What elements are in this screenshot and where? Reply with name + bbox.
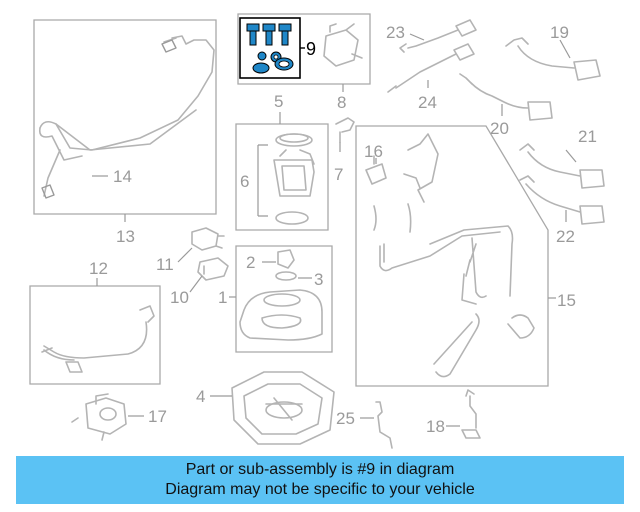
part-22-sensor: 22 bbox=[519, 175, 605, 246]
callout-21: 21 bbox=[578, 127, 597, 146]
bolt-icon-3 bbox=[278, 23, 292, 46]
callout-25: 25 bbox=[336, 409, 355, 428]
part-9-bolt-kit: 9 bbox=[239, 17, 316, 79]
callout-19: 19 bbox=[550, 23, 569, 42]
callout-11: 11 bbox=[156, 255, 174, 274]
part-24-sensor: 24 bbox=[387, 43, 475, 112]
part-19-sensor: 19 bbox=[505, 23, 601, 81]
part-25: 25 bbox=[336, 401, 393, 449]
part-4-tank: 4 bbox=[196, 371, 335, 445]
part-12-box: 12 bbox=[29, 259, 161, 385]
banner-line-1: Part or sub-assembly is #9 in diagram bbox=[185, 461, 455, 478]
bolt-icon-2 bbox=[262, 23, 276, 46]
part-7: 7 bbox=[334, 117, 355, 184]
callout-23: 23 bbox=[386, 23, 405, 42]
callout-14: 14 bbox=[113, 167, 132, 186]
callout-18: 18 bbox=[426, 417, 445, 436]
callout-4: 4 bbox=[196, 387, 205, 406]
callout-22: 22 bbox=[556, 227, 575, 246]
part-5-pump-module-box: 5 6 bbox=[235, 92, 329, 231]
part-11-connector: 11 bbox=[156, 227, 225, 274]
callout-13: 13 bbox=[116, 227, 135, 246]
callout-1: 1 bbox=[218, 288, 227, 307]
part-18: 18 bbox=[426, 389, 481, 439]
part-20-sensor: 20 bbox=[459, 73, 553, 138]
callout-8: 8 bbox=[337, 93, 346, 112]
part-10-connector: 10 bbox=[170, 257, 229, 307]
part-15-hose-box: 15 16 bbox=[355, 125, 576, 387]
washer-icon bbox=[257, 51, 267, 61]
callout-3: 3 bbox=[314, 270, 323, 289]
info-banner: Part or sub-assembly is #9 in diagram Di… bbox=[16, 456, 624, 504]
banner-line-2: Diagram may not be specific to your vehi… bbox=[165, 481, 475, 498]
part-23-sensor: 23 bbox=[386, 19, 477, 53]
part-17-pump: 17 bbox=[71, 393, 167, 441]
callout-15: 15 bbox=[557, 291, 576, 310]
callout-17: 17 bbox=[148, 407, 167, 426]
bolt-icon-1 bbox=[246, 23, 260, 46]
part-21-sensor: 21 bbox=[519, 127, 605, 189]
callout-9: 9 bbox=[306, 39, 316, 59]
callout-7: 7 bbox=[334, 165, 343, 184]
seal-ring-icon bbox=[252, 62, 270, 74]
callout-2: 2 bbox=[246, 253, 255, 272]
callout-16: 16 bbox=[364, 142, 383, 161]
callout-6: 6 bbox=[240, 172, 249, 191]
part-13-fuel-lines-box: 14 13 bbox=[33, 19, 217, 246]
callout-24: 24 bbox=[418, 93, 437, 112]
part-1-tank-box: 2 3 1 bbox=[218, 245, 333, 353]
callout-10: 10 bbox=[170, 288, 189, 307]
callout-5: 5 bbox=[274, 92, 283, 111]
callout-12: 12 bbox=[89, 259, 108, 278]
callout-20: 20 bbox=[490, 119, 509, 138]
part-8-box: 8 bbox=[237, 13, 371, 112]
